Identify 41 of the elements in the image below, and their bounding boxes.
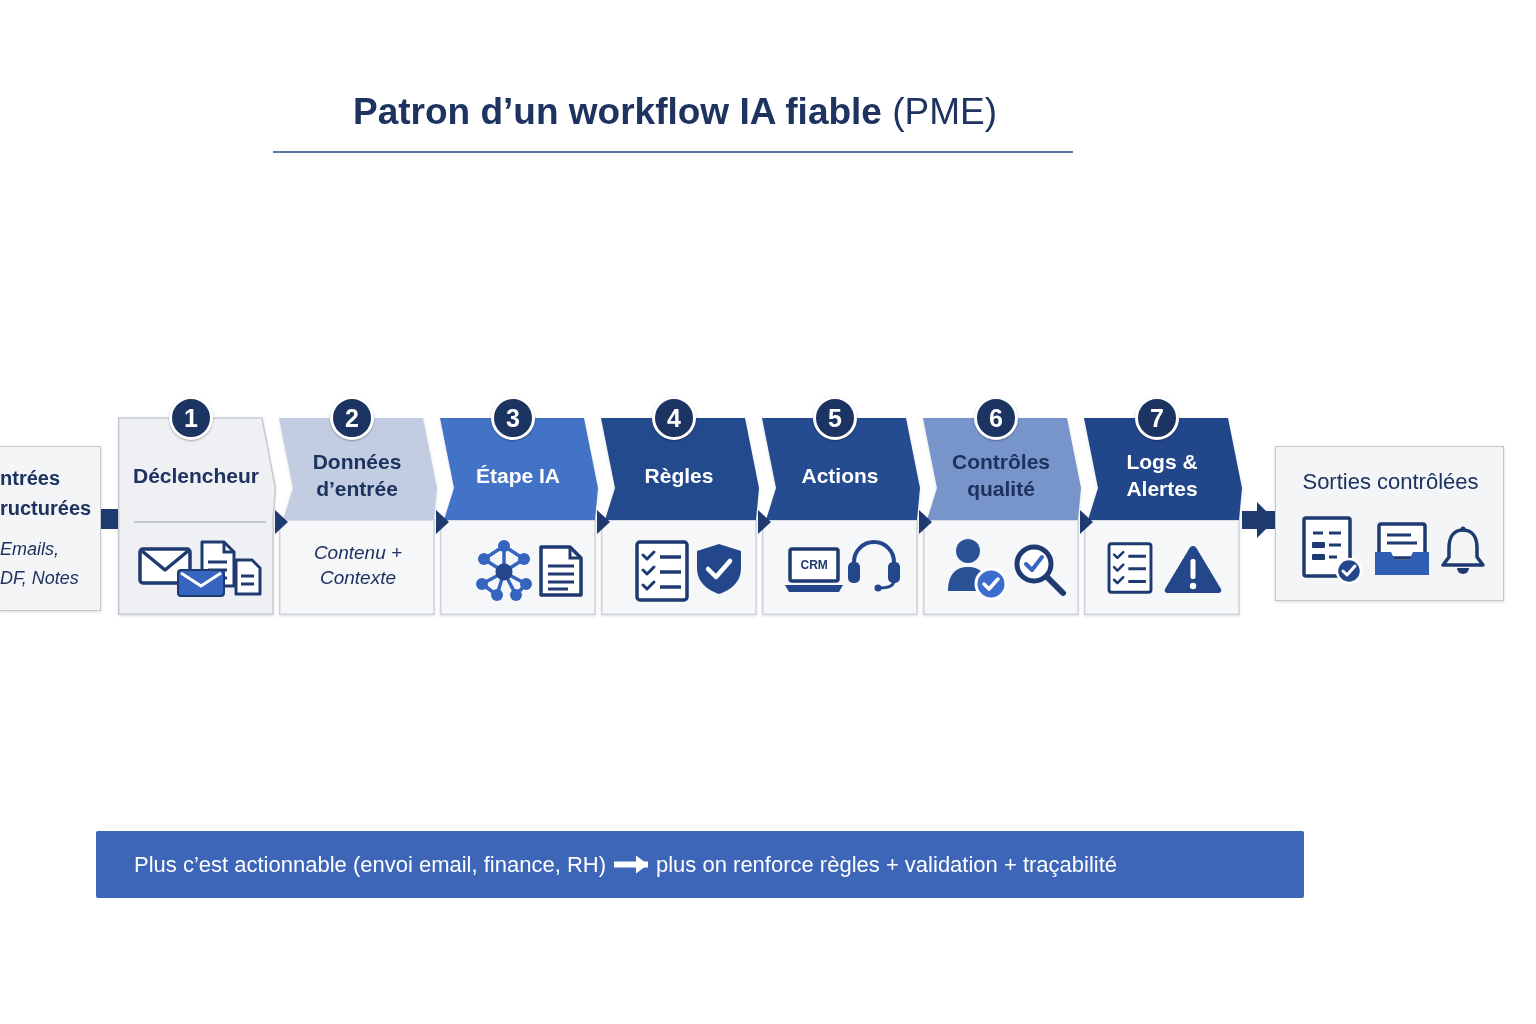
arrow xyxy=(436,510,449,534)
step-title: Données d’entrée xyxy=(311,449,403,502)
step-title: Règles xyxy=(643,462,715,489)
process-step xyxy=(762,396,920,615)
process-step xyxy=(1084,396,1242,615)
arrow xyxy=(1080,510,1093,534)
arrow xyxy=(919,510,932,534)
step-title: Actions xyxy=(800,462,880,489)
box-heading: ntrées ructurées xyxy=(0,466,93,521)
step-title: Déclencheur xyxy=(131,462,261,489)
step-number: 7 xyxy=(1135,396,1179,440)
step-number: 1 xyxy=(169,396,213,440)
process-step xyxy=(601,396,759,615)
box-text: Emails, DF, Notes xyxy=(0,538,80,590)
input-box xyxy=(0,446,101,611)
step-number: 4 xyxy=(652,396,696,440)
title: Patron d’un workflow IA fiable (PME) xyxy=(351,90,999,134)
arrow xyxy=(597,510,610,534)
banner-text: plus on renforce règles + validation + traçabilité xyxy=(648,849,1126,880)
arrow xyxy=(758,510,771,534)
process-step xyxy=(440,396,598,615)
banner-text: Plus c’est actionnable (envoi email, finance, RH) xyxy=(126,849,614,880)
process-step xyxy=(118,396,276,615)
output-box xyxy=(1275,446,1504,601)
step-number: 5 xyxy=(813,396,857,440)
box-heading: Sorties contrôlées xyxy=(1301,468,1480,496)
screen-text: CRM xyxy=(800,558,828,572)
step-number: 6 xyxy=(974,396,1018,440)
step-number: 2 xyxy=(330,396,374,440)
step-number: 3 xyxy=(491,396,535,440)
arrow xyxy=(275,510,288,534)
step-title: Logs & Alertes xyxy=(1125,449,1199,502)
process-step xyxy=(279,396,437,615)
step-text: Contenu + Contexte xyxy=(312,541,404,590)
step-title: Étape IA xyxy=(475,462,561,489)
banner xyxy=(96,831,1304,898)
connector xyxy=(101,509,118,529)
step-title: Contrôles qualité xyxy=(951,449,1051,502)
arrow xyxy=(1242,502,1275,538)
process-step xyxy=(923,396,1081,615)
arrow xyxy=(614,855,648,874)
